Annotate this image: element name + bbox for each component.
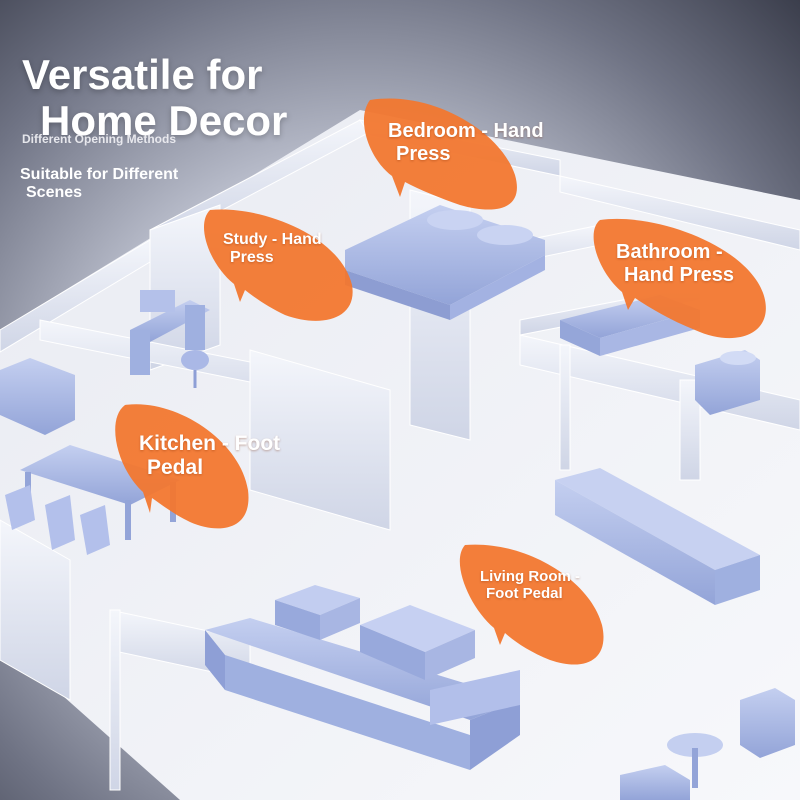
study-desk xyxy=(130,290,210,388)
callout-living-room-line-2: Foot Pedal xyxy=(486,585,563,602)
kitchen-bubble xyxy=(115,404,249,529)
bathtub xyxy=(560,295,760,415)
sofa xyxy=(205,618,520,770)
headline-line-1: Versatile for xyxy=(22,51,263,98)
callout-study-line-2: Press xyxy=(230,249,274,266)
callout-bedroom: Bedroom - Hand Press xyxy=(388,120,544,166)
headline: Versatile for Home Decor xyxy=(22,52,382,144)
headline-line-2: Home Decor xyxy=(40,97,288,144)
callout-bathroom: Bathroom - Hand Press xyxy=(616,241,734,287)
callout-bedroom-line-2: Press xyxy=(396,143,451,165)
callout-bedroom-line-1: Bedroom - Hand xyxy=(388,120,544,142)
callout-study: Study - Hand Press xyxy=(223,231,322,267)
living-room-bubble xyxy=(459,544,604,665)
callout-kitchen-line-2: Pedal xyxy=(147,456,204,479)
kitchen-furniture xyxy=(0,358,180,555)
tv-cabinet xyxy=(555,468,760,605)
bedroom-bubble xyxy=(363,98,517,210)
callout-kitchen: Kitchen - Foot Pedal xyxy=(139,432,280,480)
study-bubble xyxy=(203,209,353,321)
callout-living-room: Living Room - Foot Pedal xyxy=(480,568,580,602)
scenes-subtitle: Suitable for Different Scenes xyxy=(20,166,260,202)
callout-kitchen-line-1: Kitchen - Foot xyxy=(139,432,281,455)
scenes-subtitle-line-2: Scenes xyxy=(26,184,83,201)
callout-bubbles xyxy=(115,98,766,665)
callout-study-line-1: Study - Hand xyxy=(223,231,322,248)
coffee-table xyxy=(360,605,475,680)
callout-bathroom-line-2: Hand Press xyxy=(624,264,735,286)
bathroom-bubble xyxy=(593,218,766,339)
callout-bathroom-line-1: Bathroom - xyxy=(616,241,723,263)
scenes-subtitle-line-1: Suitable for Different xyxy=(20,166,179,183)
ottoman xyxy=(275,585,360,640)
opening-methods-subtitle: Different Opening Methods xyxy=(22,132,176,146)
lounge-set xyxy=(620,688,795,800)
bed xyxy=(345,205,545,320)
callout-living-room-line-1: Living Room - xyxy=(480,568,580,585)
